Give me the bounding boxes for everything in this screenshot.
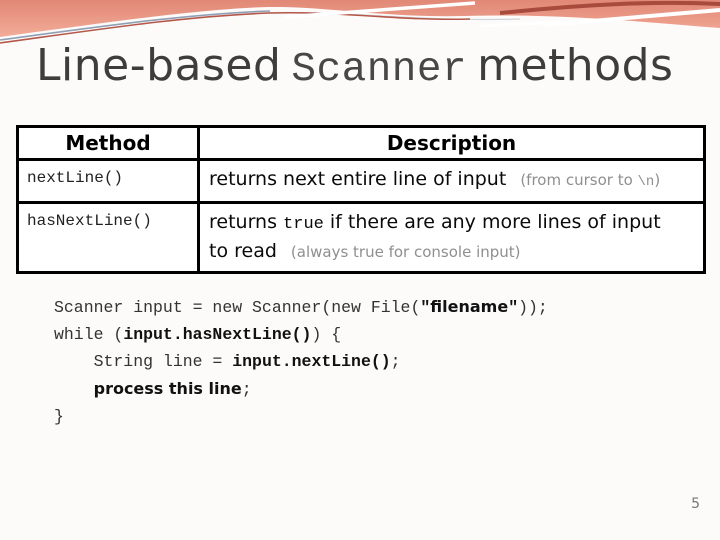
description-note: (from cursor to \n) xyxy=(520,171,661,190)
description-text: returns next entire line of input xyxy=(209,168,507,190)
note-text-post: ) xyxy=(654,171,661,189)
banner-white-streak-right xyxy=(544,8,720,27)
code-line: process this line; xyxy=(54,375,548,403)
method-column-header: Method xyxy=(16,125,200,161)
description-text-pre: returns xyxy=(209,211,284,233)
title-text-before: Line-based xyxy=(36,40,282,91)
code-segment: } xyxy=(54,407,64,426)
method-name-nextline: nextLine() xyxy=(16,158,200,204)
header-wave-decoration xyxy=(0,0,720,44)
description-text-line2: to read xyxy=(209,240,277,262)
method-name-hasnextline: hasNextLine() xyxy=(16,201,200,274)
banner-red-streak-right xyxy=(499,0,720,15)
code-segment: )); xyxy=(518,298,548,317)
banner-accent-line-red xyxy=(0,11,471,44)
banner-white-streak-small xyxy=(479,20,561,28)
code-segment: " xyxy=(420,298,431,317)
scanner-methods-table: Method Description nextLine() returns ne… xyxy=(16,125,706,274)
title-code-word: Scanner xyxy=(291,47,468,93)
code-segment: " xyxy=(508,298,519,317)
description-note: (always true for console input) xyxy=(290,243,521,261)
table-row-nextline: nextLine() returns next entire line of i… xyxy=(16,158,706,204)
code-segment: Scanner input = new Scanner(new File( xyxy=(54,298,421,317)
code-segment: input.hasNextLine() xyxy=(123,325,312,344)
description-code-true: true xyxy=(283,215,324,234)
description-text-post: if there are any more lines of input xyxy=(323,211,661,233)
description-line-1: returns true if there are any more lines… xyxy=(209,209,695,238)
table-row-hasnextline: hasNextLine() returns true if there are … xyxy=(16,201,706,274)
code-segment: process this line xyxy=(93,379,242,398)
code-block: Scanner input = new Scanner(new File("fi… xyxy=(54,293,548,430)
description-column-header: Description xyxy=(197,125,706,161)
title-text-after: methods xyxy=(477,40,674,91)
code-line: while (input.hasNextLine()) { xyxy=(54,321,548,348)
banner-white-streak-mid xyxy=(284,1,476,19)
code-segment: filename xyxy=(430,297,509,316)
code-segment: ; xyxy=(241,380,252,399)
code-line: String line = input.nextLine(); xyxy=(54,348,548,375)
description-hasnextline: returns true if there are any more lines… xyxy=(197,201,706,274)
banner-accent-line-blue xyxy=(0,10,271,41)
note-code-newline: \n xyxy=(637,174,655,190)
code-segment xyxy=(54,380,94,399)
table-header-row: Method Description xyxy=(16,125,706,161)
code-line: Scanner input = new Scanner(new File("fi… xyxy=(54,293,548,321)
page-number: 5 xyxy=(691,496,700,512)
code-segment: ) { xyxy=(311,325,342,344)
code-segment: while ( xyxy=(54,325,124,344)
code-line: } xyxy=(54,403,548,430)
description-nextline: returns next entire line of input (from c… xyxy=(197,158,706,204)
description-line-2: to read (always true for console input) xyxy=(209,238,695,265)
code-segment: ; xyxy=(390,352,401,371)
code-segment: String line = xyxy=(54,352,233,371)
code-segment: input.nextLine() xyxy=(232,352,391,371)
note-text-pre: (from cursor to xyxy=(520,171,638,189)
